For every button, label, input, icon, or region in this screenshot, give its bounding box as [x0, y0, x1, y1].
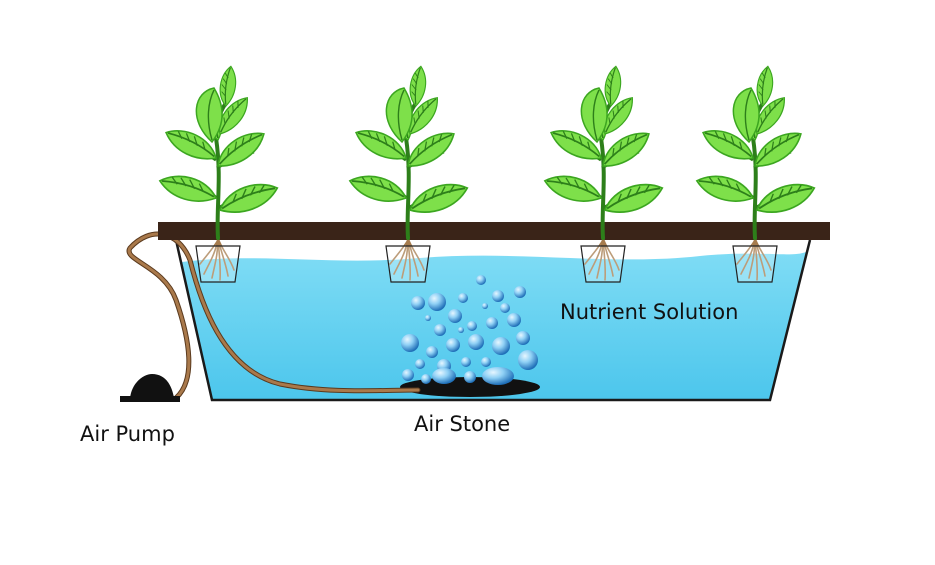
label-air-pump: Air Pump — [80, 422, 175, 446]
label-nutrient-solution: Nutrient Solution — [560, 300, 738, 324]
plant-1 — [159, 65, 280, 282]
raft-lid — [158, 222, 830, 240]
plant-4 — [696, 65, 817, 282]
air-tube — [126, 231, 421, 401]
tank-outline — [174, 239, 812, 402]
air-bubbles — [401, 275, 538, 385]
plants — [159, 65, 817, 282]
plant-3 — [544, 65, 665, 282]
plant-2 — [349, 65, 470, 282]
air-pump — [120, 374, 180, 402]
label-air-stone: Air Stone — [414, 412, 510, 436]
